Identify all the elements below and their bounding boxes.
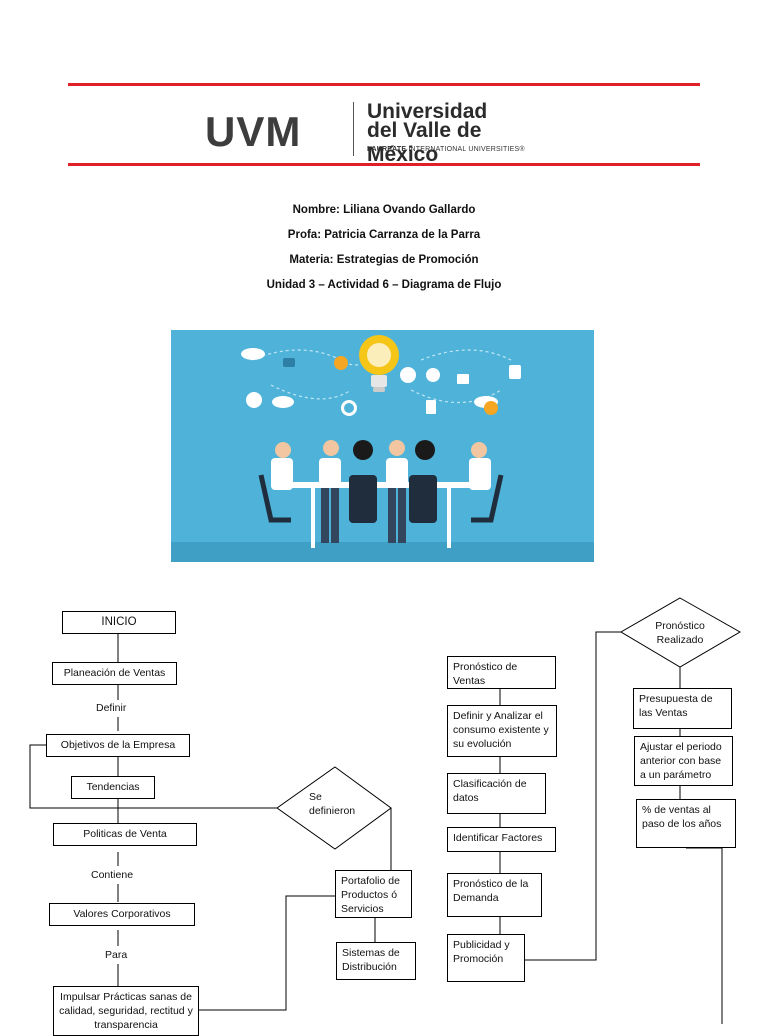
professor-name: Profa: Patricia Carranza de la Parra — [287, 229, 481, 241]
uvm-logo: UVM Universidad del Valle de México LAUR… — [205, 100, 545, 166]
flow-presupuesta-box: Presupuesta de las Ventas — [633, 688, 732, 729]
flow-portafolio-box: Portafolio de Productos ó Servicios — [335, 870, 412, 918]
student-name: Nombre: Liliana Ovando Gallardo — [292, 204, 476, 216]
team-meeting-illustration — [171, 330, 594, 562]
flow-ajustar-box: Ajustar el periodo anterior con base a u… — [634, 736, 733, 786]
flow-decision-pronostico-realizado: Pronóstico Realizado — [655, 620, 705, 646]
logo-divider — [353, 102, 354, 156]
bottom-red-rule — [68, 163, 700, 166]
flow-politicas-box: Politicas de Venta — [53, 823, 197, 846]
flow-pronostico-ventas-box: Pronóstico de Ventas — [447, 656, 556, 689]
flow-sistemas-box: Sistemas de Distribución — [336, 942, 416, 980]
flow-porcentaje-box: % de ventas al paso de los años — [636, 799, 736, 848]
logo-tagline: LAUREATE INTERNATIONAL UNIVERSITIES® — [367, 146, 525, 153]
flow-decision-se-definieron: Se definieron — [309, 791, 356, 817]
activity-title: Unidad 3 – Actividad 6 – Diagrama de Flu… — [266, 279, 502, 291]
flow-valores-box: Valores Corporativos — [49, 903, 195, 926]
logo-line-2: del Valle de México — [367, 119, 482, 166]
subject-name: Materia: Estrategias de Promoción — [289, 254, 479, 266]
logo-mark: UVM — [205, 108, 302, 155]
flow-label-definir: Definir — [96, 702, 127, 714]
flow-label-contiene: Contiene — [91, 869, 134, 881]
flow-definir-analizar-box: Definir y Analizar el consumo existente … — [447, 705, 557, 757]
flow-pronostico-demanda-box: Pronóstico de la Demanda — [447, 873, 542, 917]
flow-publicidad-box: Publicidad y Promoción — [447, 934, 525, 982]
flow-impulsar-box: Impulsar Prácticas sanas de calidad, seg… — [53, 986, 199, 1036]
flow-start-box: INICIO — [62, 611, 176, 634]
top-red-rule — [68, 83, 700, 86]
flow-objetivos-box: Objetivos de la Empresa — [46, 734, 190, 757]
flow-planeacion-box: Planeación de Ventas — [52, 662, 177, 685]
logo-line-1: Universidad — [367, 100, 488, 123]
flow-label-para: Para — [105, 949, 128, 961]
flow-identificar-box: Identificar Factores — [447, 827, 556, 852]
flow-tendencias-box: Tendencias — [71, 776, 155, 799]
flow-clasificacion-box: Clasificación de datos — [447, 773, 546, 814]
